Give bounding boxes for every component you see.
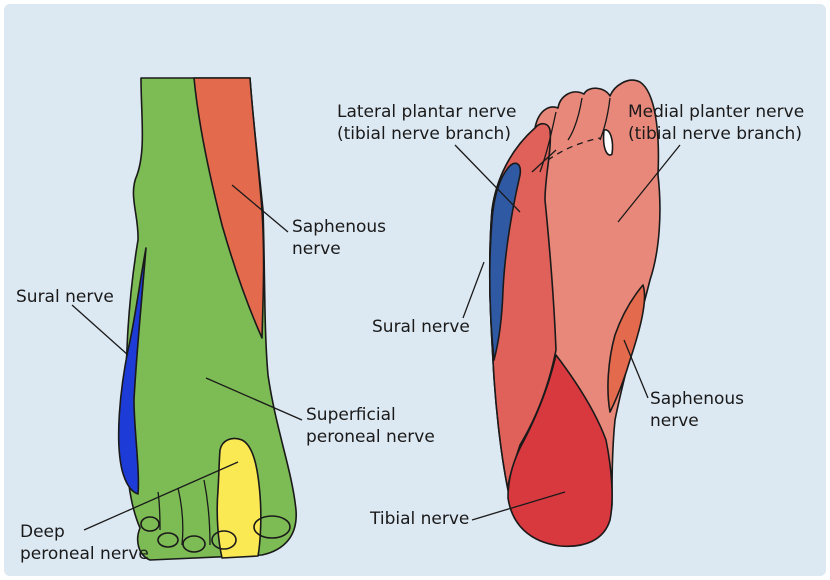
plantar-toe-line-2: [567, 97, 583, 141]
leader-tibial: [471, 491, 566, 521]
leader-superficial-peroneal: [205, 377, 303, 421]
toe-gap-3: [157, 491, 161, 531]
region-sural-dorsal: [117, 247, 147, 495]
label-lateral-plantar: Lateral plantar nerve (tibial nerve bran…: [337, 102, 522, 144]
plantar-toe-line-3: [599, 97, 611, 141]
toe-gap-2: [177, 487, 184, 546]
leader-lateral-plantar-toe: [531, 149, 557, 173]
leader-saphenous-plantar: [623, 339, 649, 399]
toe-4-outline: [157, 532, 179, 548]
leader-medial-plantar: [617, 144, 681, 223]
label-medial-plantar: Medial planter nerve (tibial nerve branc…: [628, 102, 810, 144]
toe-gap-1: [203, 479, 211, 546]
toe-big-outline: [253, 515, 291, 539]
region-sural-plantar: [489, 162, 522, 361]
leader-sural-plantar: [462, 261, 485, 319]
plantar-toe-gap: [602, 129, 614, 156]
toe-3-outline: [182, 535, 206, 553]
leader-deep-peroneal: [83, 461, 239, 531]
plantar-foot: Lateral plantar nerve (tibial nerve bran…: [337, 79, 810, 548]
toe-5-outline: [140, 516, 160, 532]
label-superficial-peroneal: Superficial peroneal nerve: [306, 405, 435, 447]
label-deep-peroneal: Deep peroneal nerve: [20, 522, 149, 564]
leader-saphenous-dorsal: [231, 184, 289, 233]
toe-2-outline: [211, 530, 237, 550]
label-sural-plantar: Sural nerve: [372, 317, 470, 337]
background-panel: [4, 4, 826, 576]
label-saphenous-plantar: Saphenous nerve: [650, 389, 749, 431]
region-tibial: [507, 354, 613, 548]
region-saphenous-plantar: [607, 284, 646, 413]
leader-sural-dorsal: [71, 304, 129, 356]
leader-lateral-plantar: [454, 144, 521, 213]
region-saphenous-dorsal: [193, 77, 265, 339]
label-tibial: Tibial nerve: [369, 509, 469, 529]
label-sural-dorsal: Sural nerve: [16, 287, 114, 307]
plantar-toe-line-1: [539, 111, 557, 173]
dorsal-foot: Saphenous nerve Sural nerve Superficial …: [16, 77, 435, 564]
plantar-toe-dash: [547, 137, 601, 161]
region-deep-peroneal: [216, 437, 262, 559]
label-saphenous-dorsal: Saphenous nerve: [292, 217, 391, 259]
